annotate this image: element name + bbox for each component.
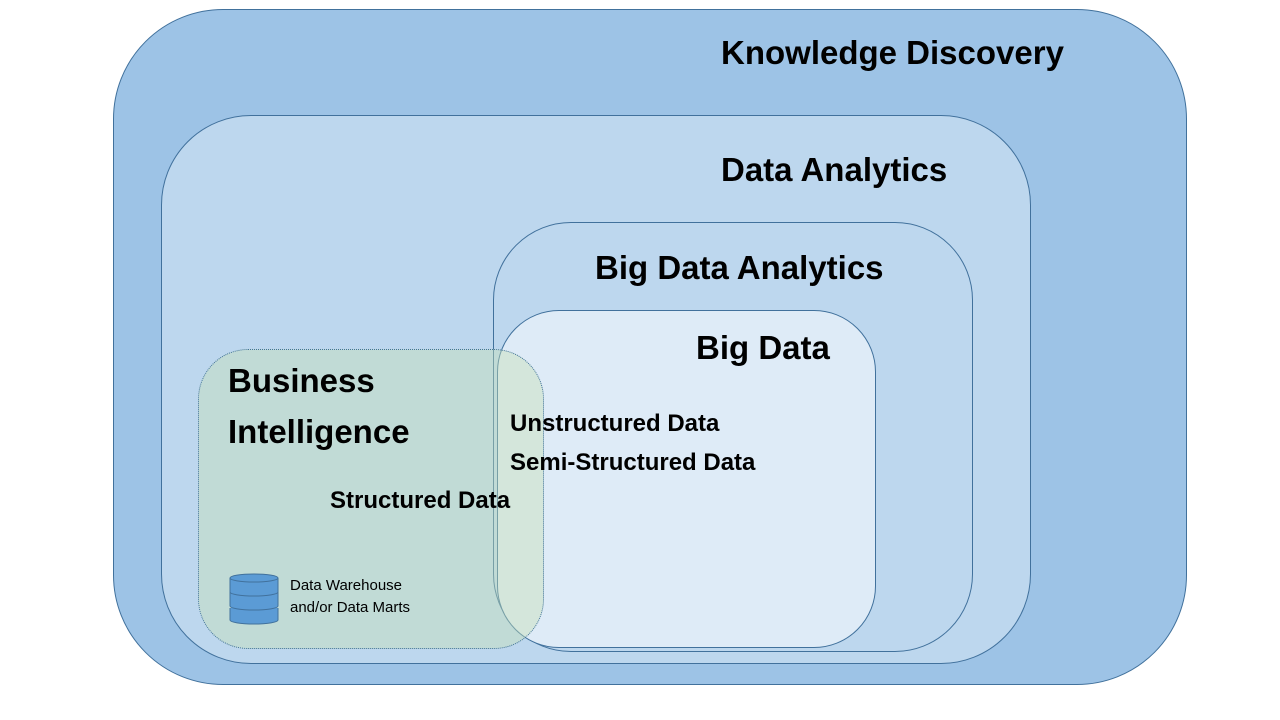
- data-warehouse-line1: Data Warehouse: [290, 577, 403, 594]
- semi-structured-data-label: Semi-Structured Data: [510, 449, 756, 476]
- unstructured-data-label: Unstructured Data: [510, 410, 720, 437]
- business-intelligence-label-line1: Business: [228, 362, 375, 399]
- data-warehouse-line2: and/or Data Marts: [290, 598, 411, 616]
- big-data-analytics-label: Big Data Analytics: [595, 249, 884, 286]
- data-analytics-label: Data Analytics: [721, 151, 948, 188]
- database-icon: [229, 573, 279, 625]
- structured-data-label: Structured Data: [330, 487, 511, 514]
- data-warehouse-label: Data Warehouse and/or Data Marts: [290, 575, 410, 619]
- knowledge-discovery-label: Knowledge Discovery: [721, 34, 1064, 71]
- big-data-region: [497, 310, 876, 648]
- big-data-label: Big Data: [696, 329, 830, 366]
- business-intelligence-label-line2: Intelligence: [228, 413, 410, 450]
